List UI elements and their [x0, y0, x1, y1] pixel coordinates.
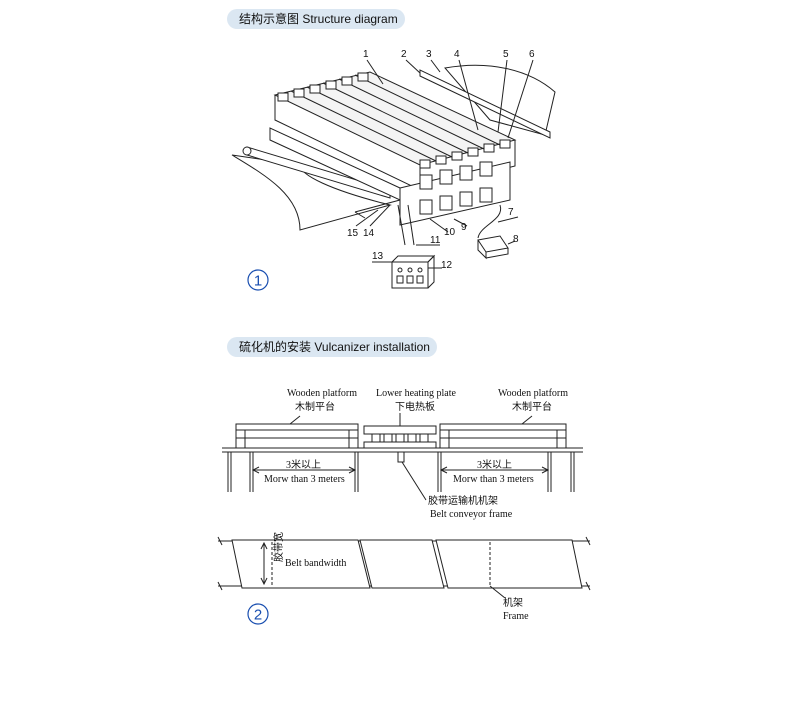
structure-diagram: [231, 59, 556, 289]
plan-labels: 胶带宽 Belt bandwidth 机架 Frame: [272, 532, 529, 622]
belt-segment-middle: [359, 539, 445, 589]
wooden-platform-left-en: Wooden platform: [287, 388, 357, 399]
control-box: [390, 254, 436, 289]
lower-heating-plate-en: Lower heating plate: [376, 388, 457, 399]
belt-bandwidth-cn: 胶带宽: [272, 532, 285, 562]
section-title-structure-diagram: 结构示意图 Structure diagram: [227, 9, 405, 29]
callout-14: 14: [363, 228, 375, 239]
installation-elevation: [222, 413, 583, 501]
installation-labels: Wooden platform 木制平台 Lower heating plate…: [264, 388, 568, 520]
cable-to-control: [397, 204, 406, 246]
callout-15: 15: [347, 228, 359, 239]
circled-number-2: 2: [247, 603, 269, 625]
callout-1: 1: [363, 49, 369, 60]
hose-to-pump: [477, 204, 502, 239]
belt-segment-right: [435, 539, 583, 589]
wooden-platform-left-cn: 木制平台: [295, 400, 335, 413]
pump-unit: [477, 235, 509, 253]
callout-numbers: 1 2 3 4 5 6 7 8 9 10 11 12 13 14 15: [347, 49, 535, 271]
lower-beams: [269, 127, 511, 226]
wooden-platform-right-en: Wooden platform: [498, 388, 568, 399]
lower-heating-plate-cn: 下电热板: [395, 400, 435, 413]
callout-leaders: [355, 59, 534, 269]
circled-number-1: 1: [247, 269, 269, 291]
callout-2: 2: [401, 49, 407, 60]
svg-text:2: 2: [254, 607, 262, 624]
wooden-platform-right-cn: 木制平台: [512, 400, 552, 413]
distance-left-en: Morw than 3 meters: [264, 474, 345, 485]
conveyor-frame-en: Belt conveyor frame: [430, 509, 513, 520]
callout-13: 13: [372, 251, 384, 262]
callout-9: 9: [461, 222, 467, 233]
belt-sheet-right: [444, 64, 556, 136]
distance-right-en: Morw than 3 meters: [453, 474, 534, 485]
installation-plan: [217, 536, 591, 599]
callout-6: 6: [529, 49, 535, 60]
callout-11: 11: [430, 235, 441, 246]
callout-4: 4: [454, 49, 460, 60]
belt-segment-left: [231, 539, 371, 589]
callout-12: 12: [441, 260, 453, 271]
conveyor-frame-cn: 胶带运输机机架: [428, 494, 498, 507]
lower-heating-plate: [363, 425, 437, 435]
callout-3: 3: [426, 49, 432, 60]
svg-text:1: 1: [254, 273, 262, 290]
belt-bandwidth-en: Belt bandwidth: [285, 558, 346, 569]
callout-7: 7: [508, 207, 514, 218]
callout-8: 8: [513, 234, 519, 245]
frame-label-cn: 机架: [503, 596, 523, 609]
frame-label-en: Frame: [503, 611, 529, 622]
wooden-platform-left: [235, 423, 359, 431]
distance-right-cn: 3米以上: [477, 458, 512, 471]
right-rail: [419, 69, 551, 139]
section-title-vulcanizer-installation: 硫化机的安装 Vulcanizer installation: [227, 337, 437, 357]
callout-10: 10: [444, 227, 456, 238]
wooden-platform-right: [439, 423, 567, 431]
callout-5: 5: [503, 49, 509, 60]
distance-left-cn: 3米以上: [286, 458, 321, 471]
